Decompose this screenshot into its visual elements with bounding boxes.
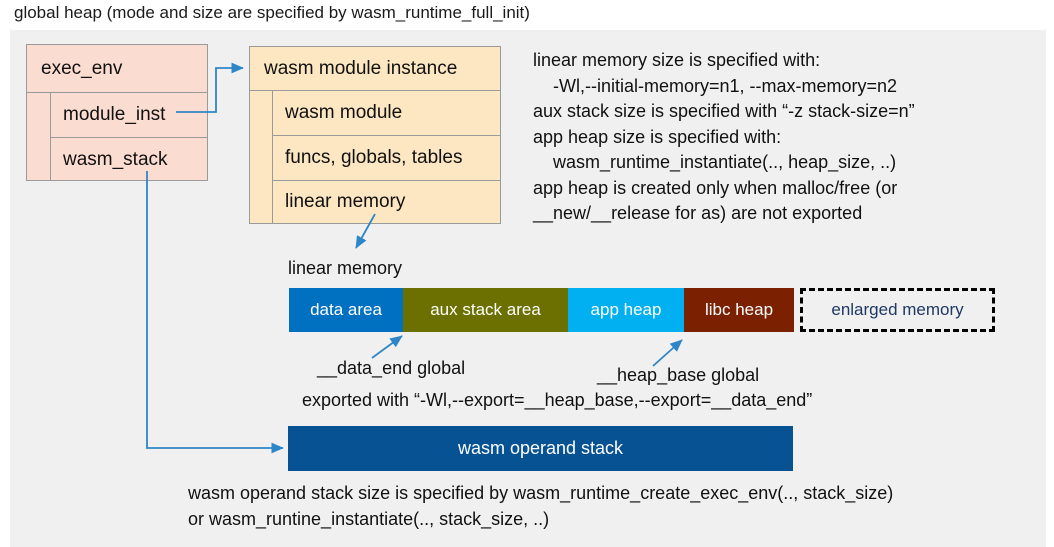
exported-with-annotation: exported with “-Wl,--export=__heap_base,… — [302, 390, 813, 410]
exec-env-body: module_inst wasm_stack — [27, 93, 207, 181]
memory-segment-enlarged-memory: enlarged memory — [800, 288, 995, 332]
exec-env-row-module-inst: module_inst — [63, 104, 166, 125]
exec-env-gutter — [27, 93, 51, 181]
linear-memory-bar-label: linear memory — [288, 258, 403, 278]
module-row-funcs-globals-tables: funcs, globals, tables — [273, 135, 500, 179]
linear-memory-notes: linear memory size is specified with: -W… — [533, 50, 915, 223]
data-end-annotation: __data_end global — [317, 358, 466, 378]
memory-segment-libc-heap: libc heap — [684, 288, 794, 332]
module-row-linear-memory: linear memory — [273, 179, 500, 224]
module-row-wasm-module: wasm module — [285, 102, 403, 124]
wasm-module-instance-box: wasm module instance wasm module funcs, … — [249, 46, 501, 224]
page-title: global heap (mode and size are specified… — [14, 3, 530, 22]
wasm-operand-stack-box: wasm operand stack — [288, 426, 793, 471]
wasm-module-instance-header: wasm module instance — [250, 47, 500, 91]
heap-base-annotation: __heap_base global — [597, 365, 760, 385]
wasm-module-instance-gutter — [250, 91, 273, 224]
memory-segment-app-heap: app heap — [568, 288, 684, 332]
wasm-module-instance-body: wasm module funcs, globals, tables linea… — [250, 91, 500, 224]
operand-stack-notes: wasm operand stack size is specified by … — [188, 483, 894, 529]
exec-env-header: exec_env — [27, 45, 207, 93]
exec-env-box: exec_env module_inst wasm_stack — [26, 44, 208, 181]
exec-env-row-wasm-stack: wasm_stack — [51, 137, 207, 181]
memory-segment-aux-stack-area: aux stack area — [403, 288, 568, 332]
wasm-module-instance-rows: wasm module funcs, globals, tables linea… — [273, 91, 500, 224]
exec-env-rows: module_inst wasm_stack — [51, 93, 207, 181]
memory-segment-data-area: data area — [289, 288, 403, 332]
